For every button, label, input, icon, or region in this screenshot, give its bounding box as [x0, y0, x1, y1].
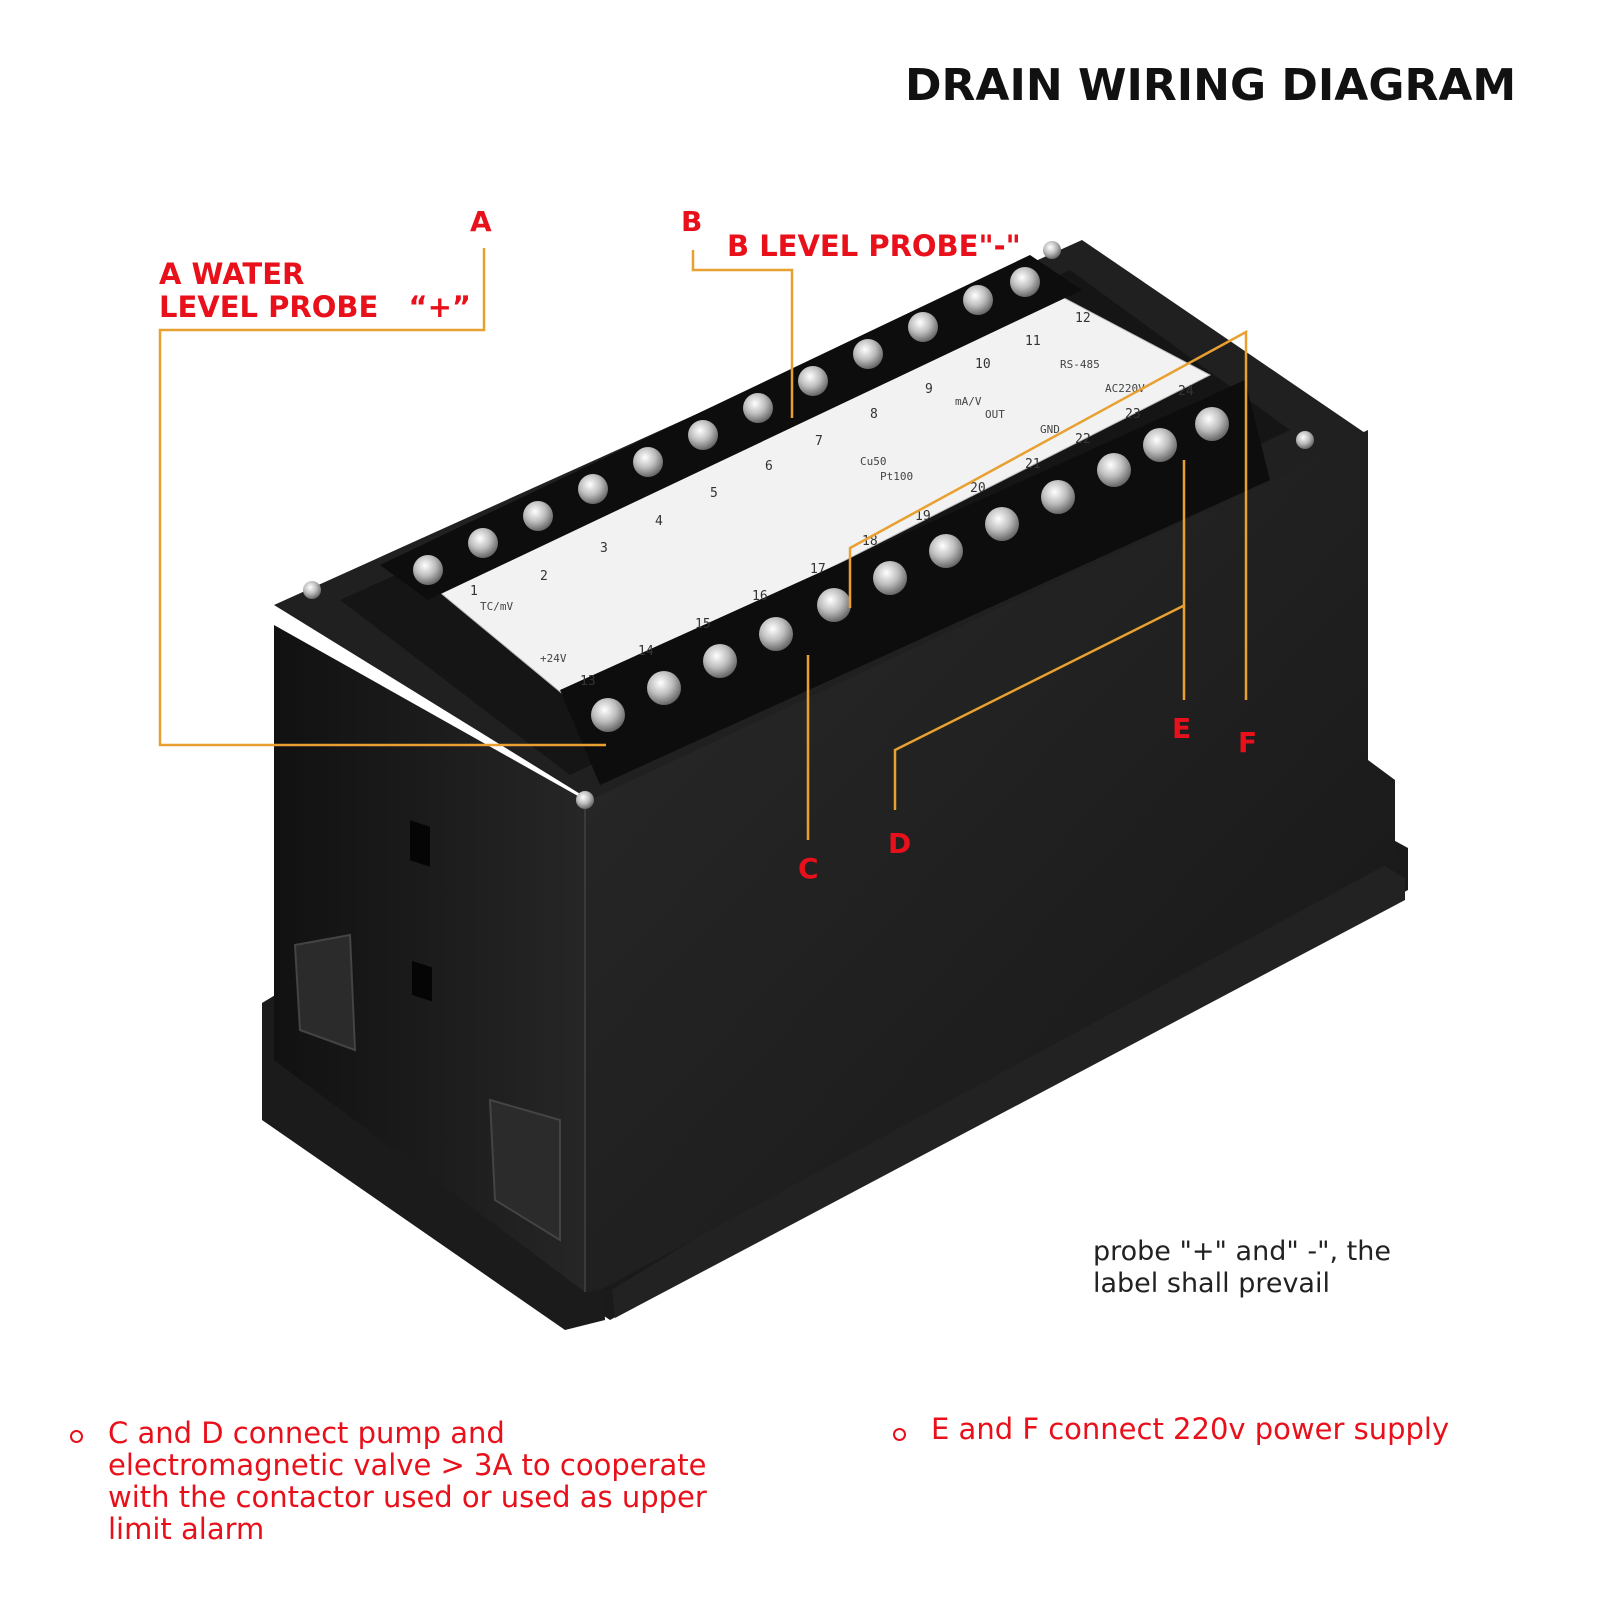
bullet-cd-line3: with the contactor used or used as upper [108, 1480, 707, 1514]
marker-a: A [470, 205, 492, 238]
plate-label-ma: mA/V [955, 395, 982, 408]
plate-num-23: 23 [1125, 407, 1141, 422]
housing-front-face [585, 430, 1395, 1292]
corner-screw [576, 791, 594, 809]
mounting-clip [488, 1098, 561, 1242]
plate-num-18: 18 [862, 534, 878, 549]
plate-num-15: 15 [695, 617, 711, 632]
bullet-ef: E and F connect 220v power supply [931, 1412, 1450, 1446]
leader-lines [158, 248, 1248, 840]
plate-label-cu50: Cu50 [860, 455, 887, 468]
plate-num-7: 7 [815, 434, 823, 449]
probe-a-label: A WATER LEVEL PROBE “+” [159, 258, 471, 324]
leader-f [848, 329, 1248, 608]
plate-num-24: 24 [1178, 384, 1194, 399]
marker-b: B [681, 205, 703, 238]
corner-screw [303, 581, 321, 599]
plate-num-8: 8 [870, 407, 878, 422]
top-terminal-screws [413, 267, 1040, 585]
side-slot [410, 820, 430, 867]
plate-num-13: 13 [580, 674, 596, 689]
plate-label-gnd: GND [1040, 423, 1060, 436]
plate-label-ac220: AC220V [1105, 382, 1145, 395]
leader-b [691, 250, 794, 418]
terminal-strip-top [380, 255, 1082, 600]
plate-label-24v: +24V [540, 652, 567, 665]
mounting-clip [293, 933, 357, 1052]
side-slot [412, 960, 432, 1002]
plate-num-19: 19 [915, 509, 931, 524]
plate-num-6: 6 [765, 459, 773, 474]
polarity-note-line2: label shall prevail [1093, 1268, 1330, 1299]
bullet-cd-line2: electromagnetic valve > 3A to cooperate [108, 1448, 707, 1482]
bullet-ef-marker [893, 1428, 906, 1441]
bottom-terminal-screws [591, 407, 1229, 732]
plate-num-10: 10 [975, 357, 991, 372]
page-title: DRAIN WIRING DIAGRAM [905, 60, 1517, 111]
plate-terminal-numbers: 1 2 3 4 5 6 7 8 9 10 11 12 13 14 15 16 1… [470, 311, 1194, 689]
probe-a-line2: LEVEL PROBE “+” [159, 290, 471, 324]
plate-num-1: 1 [470, 584, 478, 599]
plate-label-out: OUT [985, 408, 1005, 421]
bullet-cd-line4: limit alarm [108, 1512, 265, 1546]
leader-a [158, 248, 606, 747]
marker-d: D [888, 827, 912, 860]
plate-label-pt100: Pt100 [880, 470, 913, 483]
plate-num-21: 21 [1025, 457, 1041, 472]
probe-a-line1: A WATER [159, 257, 305, 291]
plate-num-16: 16 [752, 589, 768, 604]
plate-num-9: 9 [925, 382, 933, 397]
plate-label-rs485: RS-485 [1060, 358, 1100, 371]
bullet-cd: C and D connect pump and electromagnetic… [108, 1417, 707, 1545]
plate-num-14: 14 [638, 644, 654, 659]
plate-num-20: 20 [970, 481, 986, 496]
marker-e: E [1172, 712, 1192, 745]
bullet-cd-line1: C and D connect pump and [108, 1416, 505, 1450]
marker-f: F [1238, 726, 1258, 759]
plate-num-2: 2 [540, 569, 548, 584]
bullet-cd-marker [70, 1430, 83, 1443]
polarity-note-line1: probe "+" and" -", the [1093, 1236, 1391, 1267]
plate-num-11: 11 [1025, 334, 1041, 349]
plate-num-4: 4 [655, 514, 663, 529]
probe-b-label: B LEVEL PROBE"-" [727, 229, 1021, 263]
plate-num-5: 5 [710, 486, 718, 501]
leader-d [893, 603, 1186, 810]
plate-num-17: 17 [810, 562, 826, 577]
plate-num-22: 22 [1075, 432, 1091, 447]
corner-screw [1296, 431, 1314, 449]
terminal-strip-bottom [560, 380, 1270, 785]
plate-label-tc: TC/mV [480, 600, 513, 613]
plate-num-12: 12 [1075, 311, 1091, 326]
corner-screw [1043, 241, 1061, 259]
polarity-note: probe "+" and" -", the label shall preva… [1093, 1236, 1391, 1300]
plate-num-3: 3 [600, 541, 608, 556]
marker-c: C [798, 852, 819, 885]
